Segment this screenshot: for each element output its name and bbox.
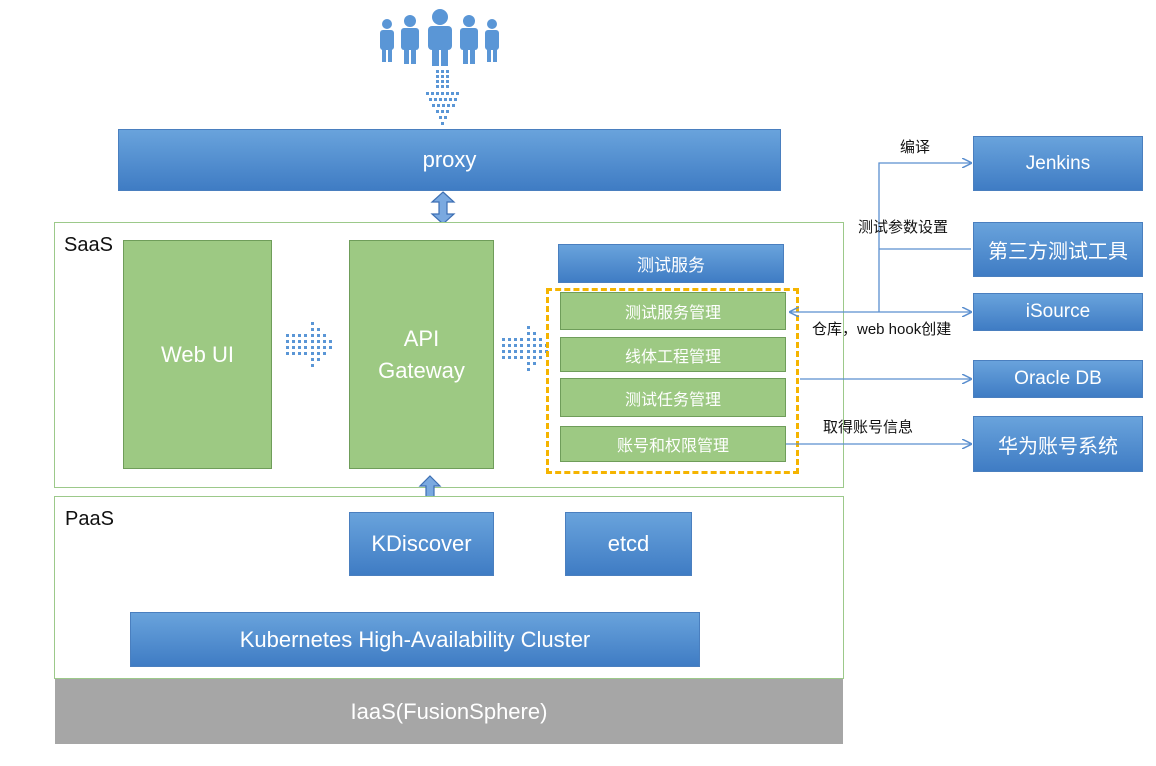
module-label: 线体工程管理: [624, 348, 721, 366]
isource-box[interactable]: iSource: [973, 293, 1143, 331]
oracle-db-box[interactable]: Oracle DB: [973, 360, 1143, 398]
test-service-header-label: 测试服务: [637, 256, 705, 275]
web-ui-box[interactable]: Web UI: [123, 240, 272, 469]
iaas-bar[interactable]: IaaS(FusionSphere): [55, 679, 843, 744]
oracle-db-label: Oracle DB: [1014, 368, 1102, 389]
api-gateway-box[interactable]: API Gateway: [349, 240, 494, 469]
paas-label: PaaS: [65, 508, 114, 530]
kubernetes-cluster-bar[interactable]: Kubernetes High-Availability Cluster: [130, 612, 700, 667]
annotation-get-account: 取得账号信息: [823, 419, 914, 436]
module-test-service-mgmt[interactable]: 测试服务管理: [560, 292, 786, 330]
kdiscover-label: KDiscover: [371, 531, 472, 556]
dotted-down-arrow-icon: [426, 70, 459, 125]
dotted-right-arrow-icon: [502, 326, 548, 371]
api-gateway-label: API Gateway: [378, 325, 465, 383]
web-ui-label: Web UI: [161, 341, 234, 367]
annotation-test-params: 测试参数设置: [858, 219, 949, 236]
jenkins-box[interactable]: Jenkins: [973, 136, 1143, 191]
annotation-repo-webhook: 仓库，web hook创建: [812, 321, 952, 338]
saas-label: SaaS: [64, 234, 113, 256]
test-service-header[interactable]: 测试服务: [558, 244, 784, 283]
module-account-permission-mgmt[interactable]: 账号和权限管理: [560, 426, 786, 462]
module-line-engineering-mgmt[interactable]: 线体工程管理: [560, 337, 786, 372]
users-group-icon: [380, 9, 499, 66]
jenkins-label: Jenkins: [1025, 152, 1091, 174]
huawei-account-label: 华为账号系统: [998, 435, 1118, 458]
module-label: 测试任务管理: [624, 391, 721, 409]
isource-label: iSource: [1025, 301, 1091, 322]
proxy-label: proxy: [422, 147, 477, 172]
kubernetes-cluster-label: Kubernetes High-Availability Cluster: [239, 626, 591, 652]
huawei-account-box[interactable]: 华为账号系统: [973, 416, 1143, 472]
module-label: 测试服务管理: [624, 305, 721, 322]
proxy-bar[interactable]: proxy: [118, 129, 781, 191]
etcd-box[interactable]: etcd: [565, 512, 692, 576]
annotation-compile: 编译: [900, 139, 931, 156]
third-party-tools-label: 第三方测试工具: [988, 241, 1128, 263]
module-label: 账号和权限管理: [616, 438, 729, 455]
third-party-tools-box[interactable]: 第三方测试工具: [973, 222, 1143, 277]
test-service-group: [546, 288, 799, 474]
etcd-label: etcd: [607, 531, 650, 556]
iaas-label: IaaS(FusionSphere): [350, 698, 548, 724]
module-test-task-mgmt[interactable]: 测试任务管理: [560, 378, 786, 417]
kdiscover-box[interactable]: KDiscover: [349, 512, 494, 576]
dotted-right-arrow-icon: [286, 322, 332, 367]
